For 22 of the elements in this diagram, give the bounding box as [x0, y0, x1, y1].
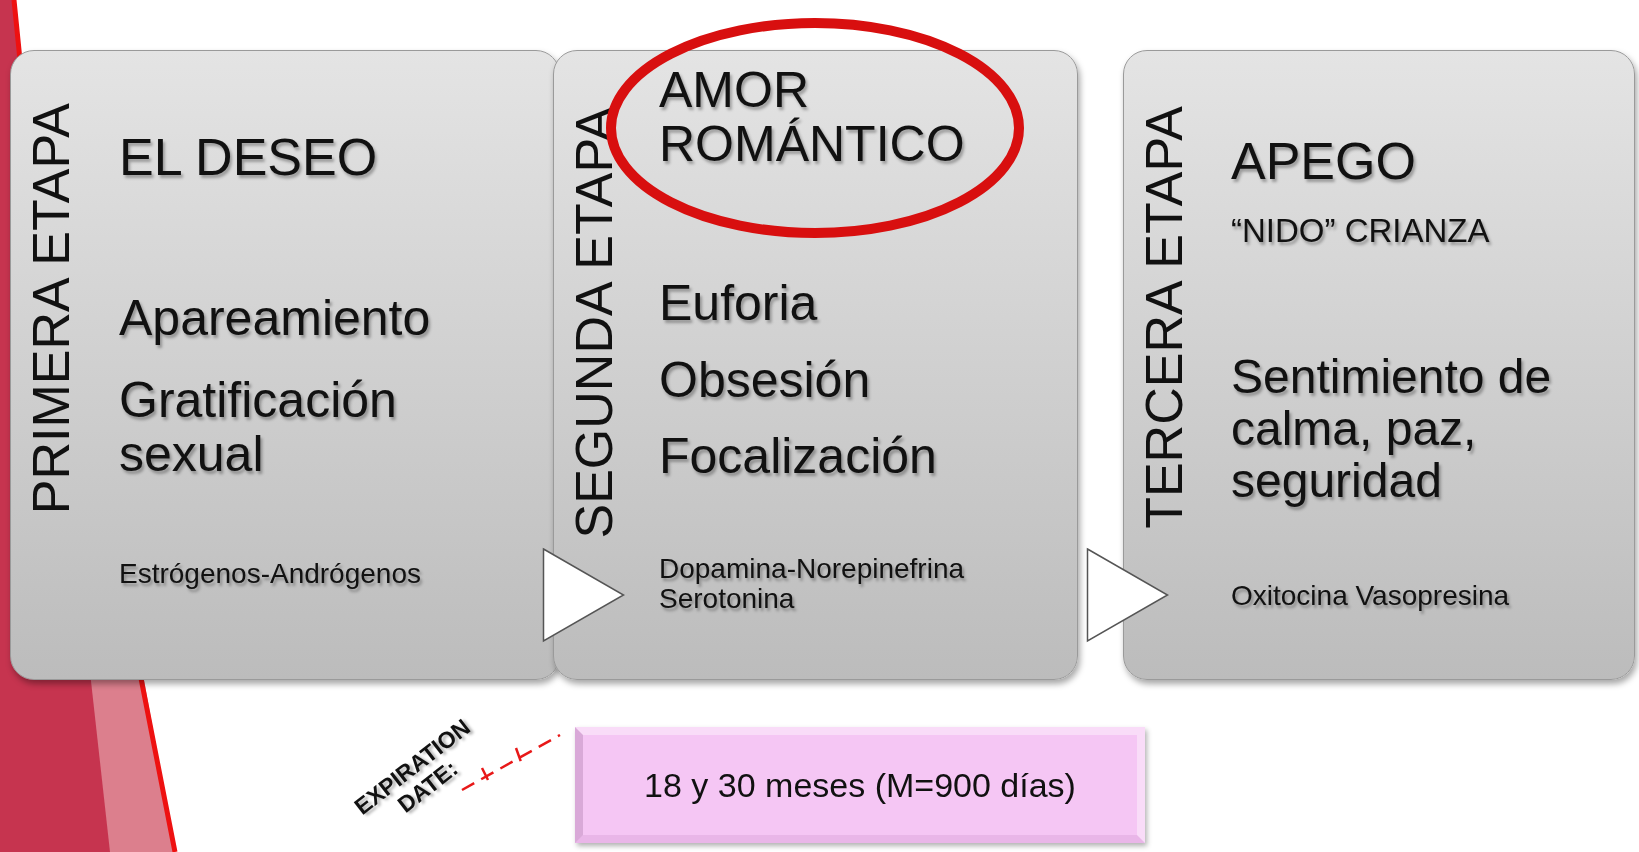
- stage-text: Apareamiento: [119, 291, 432, 345]
- stage-text: “NIDO” CRIANZA: [1231, 213, 1491, 249]
- duration-text: 18 y 30 meses (M=900 días): [644, 765, 1076, 805]
- stage-text: Dopamina-Norepinefrina Serotonina: [659, 554, 966, 615]
- stage-text: Sentimiento de calma, paz, seguridad: [1231, 351, 1553, 507]
- stage-text: AMOR ROMÁNTICO: [659, 63, 966, 171]
- stage-text: EL DESEO: [119, 129, 379, 186]
- stage-heading: SEGUNDA ETAPA: [568, 107, 620, 539]
- stage-card: [553, 50, 1078, 680]
- stage-text: Focalización: [659, 429, 938, 483]
- stage-text: Obsesión: [659, 353, 872, 407]
- stage-text: APEGO: [1231, 133, 1417, 190]
- chevron-arrow: [542, 547, 625, 643]
- stage-heading: PRIMERA ETAPA: [25, 102, 77, 514]
- stage-text: Estrógenos-Andrógenos: [119, 559, 422, 590]
- stage-heading: TERCERA ETAPA: [1138, 106, 1190, 529]
- stage-text: Oxitocina Vasopresina: [1231, 581, 1511, 612]
- stage-text: Gratificación sexual: [119, 373, 398, 481]
- duration-box: [575, 727, 1145, 843]
- stage-text: Euforia: [659, 276, 819, 330]
- chevron-arrow: [1086, 547, 1169, 643]
- stage-card: [1123, 50, 1635, 680]
